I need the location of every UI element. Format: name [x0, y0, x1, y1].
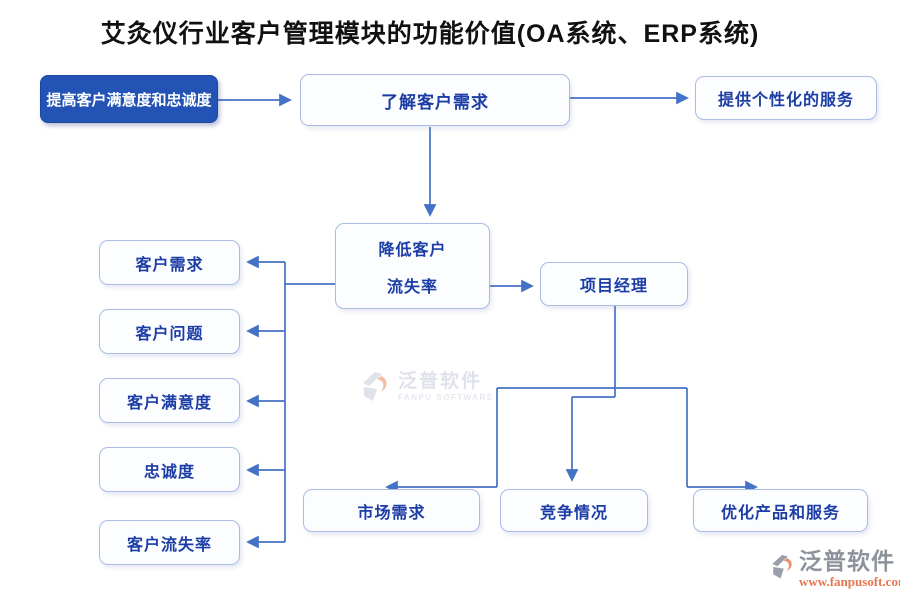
node-improve-satisfaction-loyalty: 提高客户满意度和忠诚度	[40, 75, 218, 123]
node-customer-churn-rate: 客户流失率	[99, 520, 240, 565]
watermark-name: 泛普软件	[398, 371, 483, 392]
node-understand-customer-needs: 了解客户需求	[300, 74, 570, 126]
node-customer-satisfaction: 客户满意度	[99, 378, 240, 423]
node-customer-needs: 客户需求	[99, 240, 240, 285]
fanpu-logo-icon-watermark	[363, 372, 387, 401]
fanpu-logo: 泛普软件 www.fanpusoft.com	[770, 550, 900, 588]
fanpu-logo-url: www.fanpusoft.com	[799, 574, 900, 589]
node-personalized-service: 提供个性化的服务	[695, 76, 877, 120]
node-reduce-churn-line1: 降低客户	[378, 241, 447, 259]
node-market-demand: 市场需求	[303, 489, 480, 532]
fanpu-logo-icon	[772, 554, 792, 579]
node-competition: 竞争情况	[500, 489, 648, 532]
watermark: 泛普软件 FANPU SOFTWARE	[360, 370, 494, 404]
page-title: 艾灸仪行业客户管理模块的功能价值(OA系统、ERP系统)	[100, 20, 760, 48]
node-optimize-products-services: 优化产品和服务	[693, 489, 868, 532]
node-customer-problems: 客户问题	[99, 309, 240, 354]
node-loyalty: 忠诚度	[99, 447, 240, 492]
node-project-manager: 项目经理	[540, 262, 688, 306]
watermark-subtitle: FANPU SOFTWARE	[398, 393, 494, 402]
node-reduce-churn-line2: 流失率	[386, 278, 438, 296]
node-reduce-churn: 降低客户 流失率	[335, 223, 490, 309]
fanpu-logo-name: 泛普软件	[799, 548, 895, 574]
